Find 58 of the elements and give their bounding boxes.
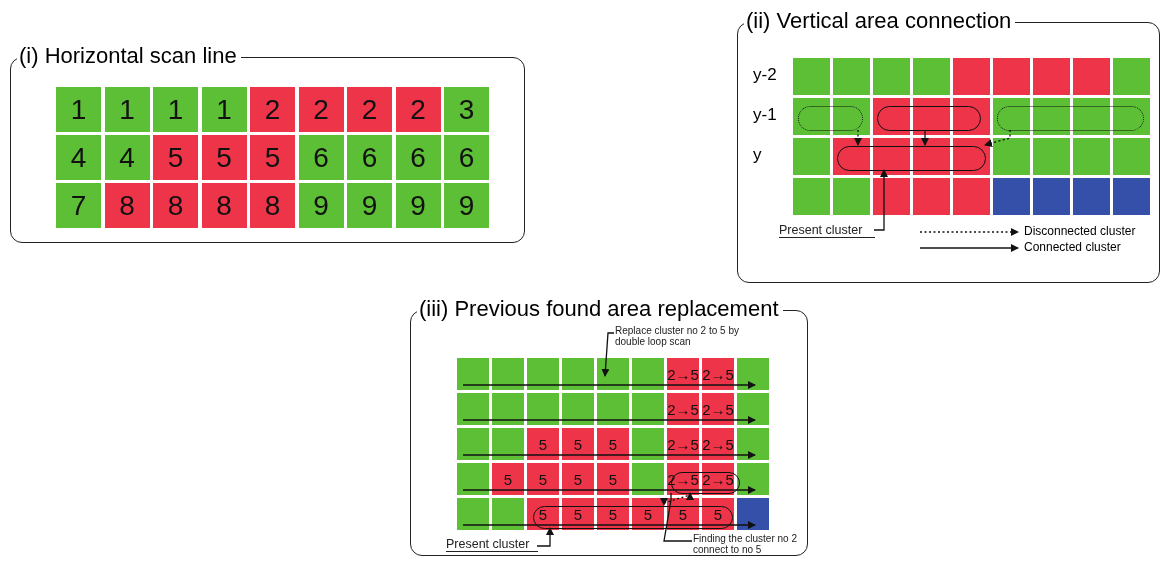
leader-line: [873, 169, 888, 231]
grid-cell: 5: [562, 428, 594, 460]
grid-cell: 6: [395, 135, 441, 180]
grid-cell: 2→5: [667, 428, 699, 460]
legend-text: Connected cluster: [1024, 240, 1121, 254]
leader-line: [601, 332, 615, 377]
legend-text: Disconnected cluster: [1024, 224, 1136, 238]
grid-cell: 2→5: [702, 428, 734, 460]
grid-cell: 1: [153, 87, 198, 132]
grid-cell: 8: [153, 183, 198, 228]
grid-cell: 1: [201, 87, 247, 132]
grid-cell: 2: [250, 87, 295, 132]
grid-cell: 2→5: [702, 393, 734, 425]
grid-cell: 2: [395, 87, 441, 132]
grid-cell: 2→5: [667, 358, 699, 390]
grid-cell: 5: [527, 428, 559, 460]
grid-cell: 6: [444, 135, 489, 180]
grid-cell: 5: [562, 463, 594, 495]
grid-cell: 4: [56, 135, 101, 180]
row-label: y-1: [753, 105, 777, 125]
row-label: y-2: [753, 65, 777, 85]
grid-cell: 6: [347, 135, 392, 180]
arrow: [984, 129, 1011, 147]
grid-cell: 5: [492, 463, 524, 495]
grid-cell: 9: [347, 183, 392, 228]
grid-cell: 1: [104, 87, 150, 132]
grid-cell: 6: [298, 135, 344, 180]
grid-cell: 9: [298, 183, 344, 228]
grid-cell: 5: [527, 463, 559, 495]
grid-cell: 3: [444, 87, 489, 132]
grid-cell: 2→5: [702, 358, 734, 390]
callout-text: Present cluster: [779, 222, 875, 238]
grid-cell: 4: [104, 135, 150, 180]
grid-cell: 2: [347, 87, 392, 132]
callout-text: Present cluster: [446, 536, 538, 552]
grid-cell: 8: [201, 183, 247, 228]
leader-line: [536, 527, 554, 547]
grid-cell: 9: [444, 183, 489, 228]
grid-cell: 5: [250, 135, 295, 180]
callout-text: Finding the cluster no 2 connect to no 5: [693, 533, 807, 555]
arrow: [921, 129, 929, 146]
grid-cell: 5: [201, 135, 247, 180]
grid-cell: 8: [104, 183, 150, 228]
grid-cell: 2→5: [667, 393, 699, 425]
grid-cell: 2→5: [667, 463, 699, 495]
callout-text: Replace cluster no 2 to 5 by double loop scan: [615, 325, 745, 353]
grid-cell: 8: [250, 183, 295, 228]
leader-line: [663, 492, 693, 542]
arrow: [854, 129, 862, 146]
row-label: y: [753, 145, 762, 165]
grid-cell: 2: [298, 87, 344, 132]
grid-cell: 9: [395, 183, 441, 228]
arrow: [660, 492, 694, 506]
grid-cell: 5: [597, 463, 629, 495]
grid-cell: 5: [153, 135, 198, 180]
grid-cell: 1: [56, 87, 101, 132]
grid-cell: 5: [597, 428, 629, 460]
grid-cell: 7: [56, 183, 101, 228]
